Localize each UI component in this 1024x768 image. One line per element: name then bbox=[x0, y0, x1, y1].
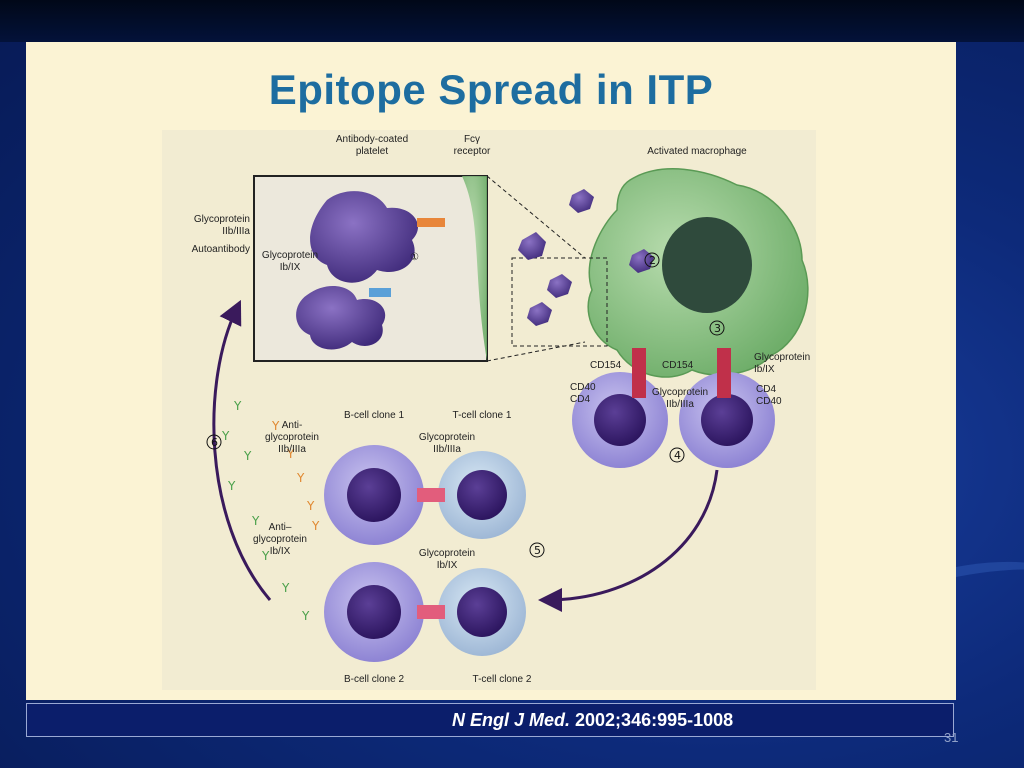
label-gp-iibiiia-bottom: Glycoprotein bbox=[419, 432, 475, 443]
slide-title: Epitope Spread in ITP bbox=[268, 66, 714, 113]
label-tcell-clone-1: T-cell clone 1 bbox=[453, 410, 512, 421]
svg-text:Y: Y bbox=[261, 549, 270, 563]
svg-text:IIb/IIIa: IIb/IIIa bbox=[222, 226, 250, 237]
step-4-marker: 4 bbox=[674, 449, 681, 462]
macrophage-nucleus bbox=[662, 217, 752, 313]
step-1-marker: ① bbox=[410, 252, 419, 263]
label-anti-gp-ibix: Anti– bbox=[269, 522, 292, 533]
svg-text:Ib/IX: Ib/IX bbox=[437, 560, 458, 571]
antigen-presenting-cells bbox=[572, 348, 775, 468]
label-activated-macrophage: Activated macrophage bbox=[647, 146, 747, 157]
top-band bbox=[0, 0, 1024, 42]
svg-text:glycoprotein: glycoprotein bbox=[265, 432, 319, 443]
activation-arrow bbox=[538, 469, 719, 612]
svg-text:Ib/IX: Ib/IX bbox=[754, 364, 775, 375]
inset-receptor-2 bbox=[369, 288, 391, 297]
svg-text:IIb/IIIa: IIb/IIIa bbox=[433, 444, 461, 455]
label-glycoprotein-ibix-right: Glycoprotein bbox=[754, 352, 810, 363]
svg-text:Y: Y bbox=[306, 499, 315, 513]
label-glycoprotein-iibiiia-mid: Glycoprotein bbox=[652, 387, 708, 398]
page-number: 31 bbox=[944, 730, 959, 745]
step-2-marker: 2 bbox=[649, 254, 656, 267]
citation-bar: N Engl J Med. 2002;346:995-1008 bbox=[26, 703, 954, 737]
label-bcell-clone-1: B-cell clone 1 bbox=[344, 410, 404, 421]
activated-macrophage bbox=[587, 168, 809, 378]
label-bcell-clone-2: B-cell clone 2 bbox=[344, 674, 404, 685]
svg-text:Y: Y bbox=[243, 449, 252, 463]
slide-panel: Epitope Spread in ITP bbox=[26, 42, 956, 700]
label-cd40-left: CD40 bbox=[570, 382, 596, 393]
free-platelets bbox=[518, 189, 654, 326]
svg-text:Y: Y bbox=[251, 514, 260, 528]
svg-text:Y: Y bbox=[286, 447, 295, 461]
antibody-cloud: Y Y Y Y Y Y Y Y Y Y Y Y Y bbox=[221, 399, 320, 623]
label-anti-gp-iibiiia: Anti- bbox=[282, 420, 303, 431]
label-antibody-coated-platelet: Antibody-coated bbox=[336, 134, 408, 145]
svg-text:glycoprotein: glycoprotein bbox=[253, 534, 307, 545]
svg-text:Y: Y bbox=[296, 471, 305, 485]
svg-text:Ib/IX: Ib/IX bbox=[270, 546, 291, 557]
label-glycoprotein-iibiiia: Glycoprotein bbox=[194, 214, 250, 225]
cell-pair-1 bbox=[324, 445, 526, 545]
citation-text: N Engl J Med. 2002;346:995-1008 bbox=[452, 710, 733, 731]
step-6-marker: 6 bbox=[211, 436, 218, 449]
svg-text:Ib/IX: Ib/IX bbox=[280, 262, 301, 273]
cell-pair-2 bbox=[324, 562, 526, 662]
inset-receptor-1 bbox=[417, 218, 445, 227]
label-cd40-right: CD40 bbox=[756, 396, 782, 407]
figure-labels: Antibody-coated platelet Fcγ receptor Ac… bbox=[192, 134, 811, 685]
label-glycoprotein-ibix: Glycoprotein bbox=[262, 250, 318, 261]
step-5-marker: 5 bbox=[534, 544, 541, 557]
svg-text:IIb/IIIa: IIb/IIIa bbox=[666, 399, 694, 410]
svg-text:Y: Y bbox=[311, 519, 320, 533]
inset-platelet-2 bbox=[296, 285, 386, 350]
feedback-arrow bbox=[212, 299, 272, 601]
label-cd154-right: CD154 bbox=[662, 360, 694, 371]
platelet-inset-box: ① bbox=[253, 175, 488, 362]
svg-text:Y: Y bbox=[301, 609, 310, 623]
label-gp-ibix-bottom: Glycoprotein bbox=[419, 548, 475, 559]
svg-text:receptor: receptor bbox=[454, 146, 491, 157]
svg-text:Y: Y bbox=[233, 399, 242, 413]
label-tcell-clone-2: T-cell clone 2 bbox=[473, 674, 532, 685]
zoom-lines bbox=[486, 175, 608, 362]
svg-text:IIb/IIIa: IIb/IIIa bbox=[278, 444, 306, 455]
label-fcy-receptor: Fcγ bbox=[464, 134, 480, 145]
step-3-marker: 3 bbox=[714, 322, 721, 335]
svg-text:Y: Y bbox=[221, 429, 230, 443]
label-cd154-left: CD154 bbox=[590, 360, 622, 371]
svg-text:Y: Y bbox=[281, 581, 290, 595]
label-cd4-left: CD4 bbox=[570, 394, 590, 405]
label-cd4-right: CD4 bbox=[756, 384, 776, 395]
itp-diagram: ① bbox=[162, 130, 816, 690]
citation-journal: N Engl J Med. bbox=[452, 710, 571, 730]
svg-text:platelet: platelet bbox=[356, 146, 388, 157]
label-autoantibody: Autoantibody bbox=[192, 244, 250, 255]
citation-ref: 2002;346:995-1008 bbox=[570, 710, 734, 730]
inset-platelet-1 bbox=[310, 191, 418, 283]
svg-text:Y: Y bbox=[271, 419, 280, 433]
svg-text:Y: Y bbox=[227, 479, 236, 493]
step-markers: 2 3 4 5 6 bbox=[206, 252, 725, 558]
